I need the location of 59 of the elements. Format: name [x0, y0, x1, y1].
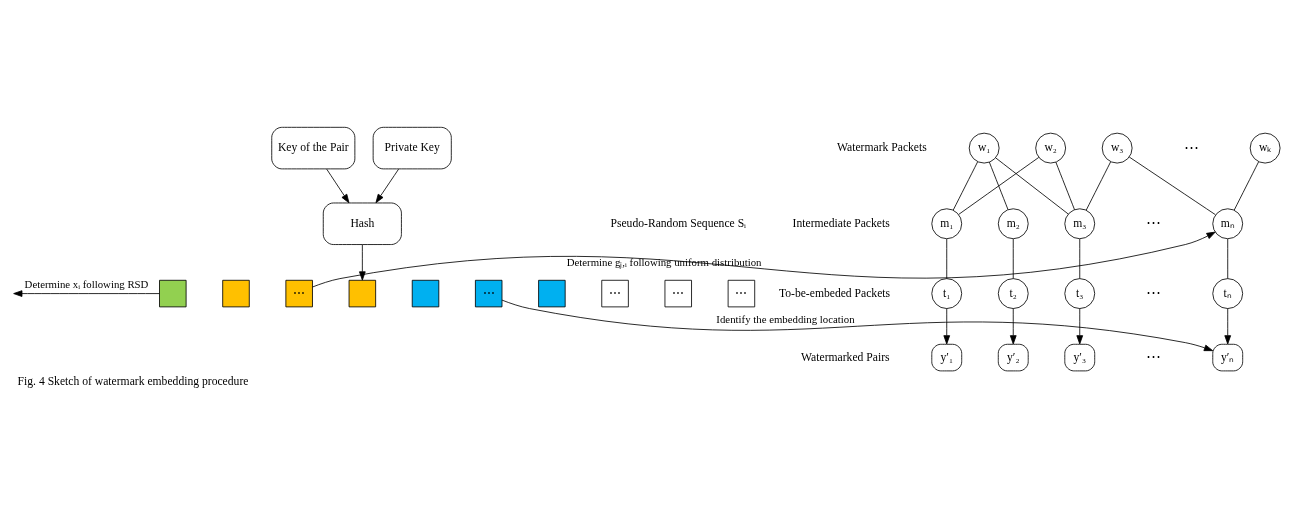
- arrow: [13, 289, 160, 297]
- connector: [958, 156, 1040, 215]
- node-box: ⋯: [664, 279, 692, 307]
- label: ⋯: [1146, 283, 1162, 300]
- arrow: [312, 231, 1216, 287]
- connector: [1012, 238, 1014, 279]
- arrow: [375, 168, 399, 203]
- node-box: Hash: [322, 202, 402, 245]
- arrow: [1224, 307, 1232, 344]
- node-box: [538, 279, 566, 307]
- arrow: [326, 168, 350, 203]
- connector: [1233, 160, 1260, 211]
- node-box: [222, 279, 250, 307]
- label: Pseudo-Random Sequence Sᵢ: [610, 216, 747, 230]
- connector: [988, 161, 1009, 210]
- arrow: [943, 307, 951, 344]
- connector: [1055, 161, 1075, 210]
- node-circle: w₂: [1035, 132, 1067, 163]
- node-circle: w₃: [1101, 132, 1133, 163]
- connector: [1085, 160, 1112, 211]
- connector: [995, 157, 1069, 214]
- node-box: ⋯: [285, 279, 313, 307]
- label: Watermark Packets: [837, 140, 927, 154]
- label: To-be-embeded Packets: [778, 286, 891, 300]
- node-circle: t₂: [997, 277, 1029, 309]
- node-circle: m₃: [1064, 207, 1096, 239]
- arrow: [501, 299, 1214, 351]
- arrow: [359, 243, 366, 280]
- node-box: Key of the Pair: [271, 126, 356, 169]
- connector: [1079, 238, 1081, 279]
- node-circle: m₁: [931, 207, 963, 239]
- arrow: [1076, 307, 1084, 344]
- node-box: [411, 279, 440, 307]
- node-circle: m₂: [997, 207, 1029, 239]
- node-circle: mₙ: [1212, 207, 1244, 239]
- edge-label: Identify the embedding location: [716, 312, 855, 325]
- node-circle: w₁: [968, 132, 1000, 163]
- label: ⋯: [1146, 347, 1162, 364]
- connector: [946, 238, 948, 279]
- node-box: ⋯: [601, 279, 629, 307]
- node-box: Private Key: [372, 126, 452, 169]
- arrow: [1009, 307, 1017, 344]
- node-circle: tₙ: [1212, 277, 1244, 309]
- connector: [1128, 156, 1216, 215]
- node-circle: t₁: [931, 277, 963, 309]
- caption: Fig. 4 Sketch of watermark embedding procedure: [17, 374, 249, 388]
- label: ⋯: [1183, 138, 1199, 155]
- node-circle: t₃: [1064, 277, 1096, 309]
- node-box: [159, 279, 187, 307]
- label: Watermarked Pairs: [801, 350, 890, 364]
- connector: [1227, 238, 1229, 279]
- label: ⋯: [1146, 213, 1162, 230]
- connector: [952, 160, 979, 211]
- node-circle: wₖ: [1249, 132, 1281, 163]
- node-box: ⋯: [475, 279, 503, 307]
- node-box: ⋯: [727, 279, 756, 307]
- edge-label: Determine xᵢ following RSD: [24, 277, 149, 290]
- label: Intermediate Packets: [792, 216, 890, 230]
- node-box: [348, 279, 377, 307]
